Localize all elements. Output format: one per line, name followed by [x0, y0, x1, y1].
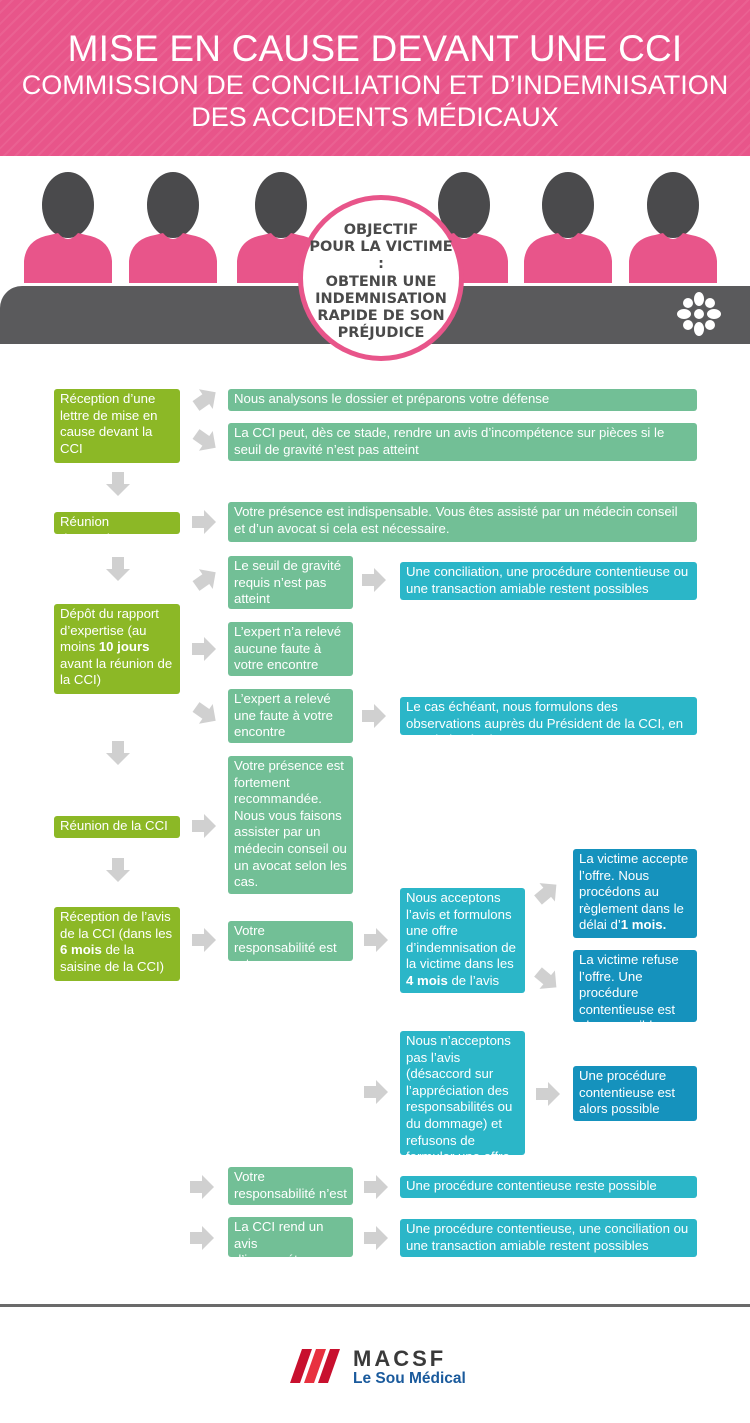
outcome-analysons: Nous analysons le dossier et préparons v…: [228, 389, 697, 411]
commission-emblem-icon: [677, 292, 721, 336]
arrow-icon: [190, 1226, 214, 1250]
arrow-icon: [530, 962, 565, 997]
step-depot-rapport: Dépôt du rapport d’expertise (au moins 1…: [54, 604, 180, 694]
brand-tagline: Le Sou Médical: [353, 1370, 466, 1387]
outcome-presence-recommandee: Votre présence est fortement recommandée…: [228, 756, 353, 894]
arrow-icon: [190, 1175, 214, 1199]
brand-name: MACSF: [353, 1346, 447, 1371]
objective-text: OBJECTIF POUR LA VICTIME : OBTENIR UNE I…: [309, 222, 453, 342]
outcome-faute-relevee: L’expert a relevé une faute à votre enco…: [228, 689, 353, 743]
arrow-icon: [189, 424, 223, 458]
arrow-icon: [192, 814, 216, 838]
arrow-icon: [192, 637, 216, 661]
header-banner: [0, 0, 750, 156]
outcome-non-retenue: Votre responsabilité n’est pas retenue: [228, 1167, 353, 1217]
outcome-seuil-non-atteint: Le seuil de gravité requis n’est pas att…: [228, 556, 353, 609]
outcome-conciliation-possible: Une conciliation, une procédure contenti…: [400, 562, 697, 600]
arrow-icon: [364, 1175, 388, 1199]
arrow-icon: [192, 928, 216, 952]
arrow-icon: [362, 704, 386, 728]
outcome-cci-incompetence: La CCI rend un avis d’incompétence: [228, 1217, 353, 1267]
step-reception-avis: Réception de l’avis de la CCI (dans les …: [54, 907, 180, 981]
outcome-contentieuse-reste: Une procédure contentieuse reste possibl…: [400, 1176, 697, 1198]
arrow-icon: [106, 472, 130, 496]
outcome-refusons: Nous n’acceptons pas l’avis (désaccord s…: [400, 1031, 525, 1164]
footer-divider: [0, 1304, 750, 1307]
page-title: MISE EN CAUSE DEVANT UNE CCI: [67, 28, 683, 69]
arrow-icon: [530, 875, 565, 910]
macsf-logo-icon: [290, 1349, 340, 1383]
arrow-icon: [189, 697, 223, 731]
step-reception-lettre: Réception d’une lettre de mise en cause …: [54, 389, 180, 463]
arrow-icon: [106, 858, 130, 882]
objective-circle: [298, 195, 464, 361]
arrow-icon: [364, 928, 388, 952]
arrow-icon: [189, 382, 223, 416]
arrow-icon: [106, 741, 130, 765]
outcome-victime-refuse: La victime refuse l’offre. Une procédure…: [573, 950, 697, 1033]
arrow-icon: [189, 562, 223, 596]
outcome-victime-accepte: La victime accepte l’offre. Nous procédo…: [573, 849, 697, 938]
page-subtitle-line2: DES ACCIDENTS MÉDICAUX: [191, 102, 559, 132]
outcome-acceptons: Nous acceptons l’avis et formulons une o…: [400, 888, 525, 993]
outcome-final-possibles: Une procédure contentieuse, une concilia…: [400, 1219, 697, 1257]
arrow-icon: [536, 1082, 560, 1106]
outcome-presence-indispensable: Votre présence est indispensable. Vous ê…: [228, 502, 697, 542]
arrow-icon: [362, 568, 386, 592]
outcome-incompetence-pieces: La CCI peut, dès ce stade, rendre un avi…: [228, 423, 697, 461]
outcome-procedure-possible: Une procédure contentieuse est alors pos…: [573, 1066, 697, 1121]
outcome-observations: Le cas échéant, nous formulons des obser…: [400, 697, 697, 747]
arrow-icon: [192, 510, 216, 534]
step-reunion-cci: Réunion de la CCI: [54, 816, 180, 838]
outcome-aucune-faute: L’expert n’a relevé aucune faute à votre…: [228, 622, 353, 676]
arrow-icon: [364, 1080, 388, 1104]
outcome-responsabilite-retenue: Votre responsabilité est retenue: [228, 921, 353, 971]
page-subtitle-line1: COMMISSION DE CONCILIATION ET D’INDEMNIS…: [21, 70, 729, 100]
arrow-icon: [364, 1226, 388, 1250]
step-reunion-expertise: Réunion d’expertise: [54, 512, 180, 546]
arrow-icon: [106, 557, 130, 581]
